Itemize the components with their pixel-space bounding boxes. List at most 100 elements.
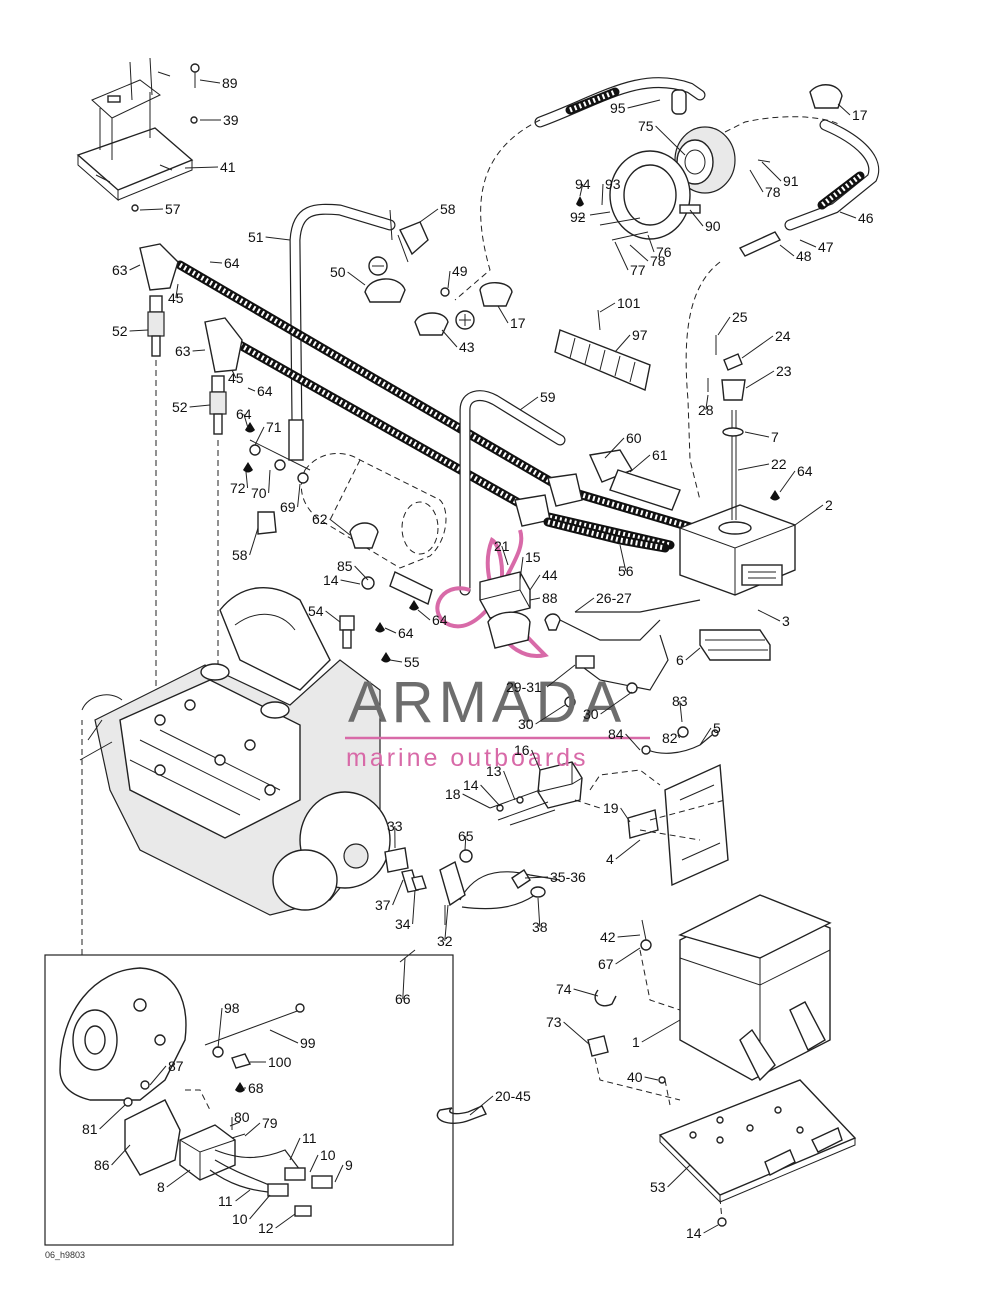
leader-line <box>537 897 541 928</box>
drop-64e <box>375 622 385 633</box>
leader-line <box>717 316 731 336</box>
leader-line <box>217 1007 223 1049</box>
plug-cap-63b <box>204 317 243 373</box>
callout-62: 62 <box>312 511 328 527</box>
leader-line <box>779 470 796 493</box>
nut-40 <box>658 1076 666 1084</box>
leader-line <box>254 426 265 446</box>
inset-module-8 <box>179 1124 236 1181</box>
connector-10b <box>267 1183 289 1197</box>
callout-63: 63 <box>175 343 191 359</box>
leader-line <box>839 211 857 219</box>
electrical-box-2 <box>679 504 796 596</box>
leader-line <box>441 329 458 348</box>
callout-10: 10 <box>232 1211 248 1227</box>
callout-8: 8 <box>157 1179 165 1195</box>
drop-72 <box>243 462 253 473</box>
dashed-link <box>454 119 541 301</box>
callout-58: 58 <box>232 547 248 563</box>
leader-line <box>166 1169 191 1188</box>
stud-90 <box>679 204 701 214</box>
leader-line <box>464 835 467 851</box>
callout-66: 66 <box>395 991 411 1007</box>
cap-23 <box>721 379 746 401</box>
nut-49-part <box>440 287 450 297</box>
leader-line <box>737 463 770 471</box>
clamp-15 <box>487 611 531 649</box>
clip-24 <box>723 353 743 371</box>
callout-69: 69 <box>280 499 296 515</box>
leader-line <box>619 544 627 572</box>
leader-line <box>655 125 686 156</box>
leader-line <box>309 1154 319 1173</box>
ground-cable <box>461 894 536 910</box>
callout-70: 70 <box>251 485 267 501</box>
connector-9 <box>311 1175 333 1189</box>
callout-40: 40 <box>627 1069 643 1085</box>
callout-9: 9 <box>345 1157 353 1173</box>
boot-61 <box>609 469 681 511</box>
clip-33 <box>384 847 409 873</box>
callout-81: 81 <box>82 1121 98 1137</box>
callout-35-36: 35-36 <box>550 869 586 885</box>
callout-64: 64 <box>797 463 813 479</box>
callout-12: 12 <box>258 1220 274 1236</box>
leader-line <box>625 733 641 751</box>
leader-line <box>354 565 369 581</box>
leader-line <box>231 369 237 379</box>
callout-21: 21 <box>494 538 510 554</box>
bracket-6-lines <box>705 639 768 651</box>
leader-line <box>334 1164 344 1183</box>
leader-line <box>402 957 406 1000</box>
callout-49: 49 <box>452 263 468 279</box>
callout-17: 17 <box>510 315 526 331</box>
leader-line <box>519 556 524 581</box>
cover-17b-part <box>479 282 513 307</box>
battery-box-1 <box>678 894 832 1082</box>
leader-line <box>269 1029 299 1044</box>
callout-99: 99 <box>300 1035 316 1051</box>
leader-line <box>444 904 449 942</box>
callout-58: 58 <box>440 201 456 217</box>
callout-42: 42 <box>600 929 616 945</box>
callout-16: 16 <box>514 742 530 758</box>
dashed-link <box>639 799 726 841</box>
nut <box>496 804 504 812</box>
washer-98 <box>212 1046 224 1058</box>
callout-14: 14 <box>323 572 339 588</box>
leader-line <box>577 216 586 219</box>
battery-cable-46 <box>738 119 880 257</box>
callout-64: 64 <box>257 383 273 399</box>
washer-67 <box>640 939 652 951</box>
callout-74: 74 <box>556 981 572 997</box>
leader-line <box>679 700 683 723</box>
nut <box>516 796 524 804</box>
drop-64c <box>245 422 255 433</box>
callout-64: 64 <box>398 625 414 641</box>
leader-line <box>199 79 221 84</box>
nut-14c <box>717 1217 727 1227</box>
leader-line <box>519 396 539 411</box>
leader-line <box>644 1076 659 1081</box>
callout-41: 41 <box>220 159 236 175</box>
callout-47: 47 <box>818 239 834 255</box>
leader-line <box>189 404 211 408</box>
callout-51: 51 <box>248 229 264 245</box>
cable-58-part <box>389 209 409 263</box>
leader-line <box>329 518 351 536</box>
callout-43: 43 <box>459 339 475 355</box>
leader-line <box>524 876 549 879</box>
leader-line <box>325 610 341 623</box>
leader-line <box>111 1144 131 1166</box>
callout-71: 71 <box>266 419 282 435</box>
terminal-43-part <box>414 310 475 336</box>
tube-85 <box>389 571 433 605</box>
connector-35 <box>511 869 531 889</box>
leader-line <box>389 659 403 663</box>
callout-57: 57 <box>165 201 181 217</box>
handle-97-part <box>554 309 651 391</box>
washer-7 <box>722 427 744 437</box>
callout-50: 50 <box>330 264 346 280</box>
callout-85: 85 <box>337 558 353 574</box>
leader-line <box>245 471 249 489</box>
